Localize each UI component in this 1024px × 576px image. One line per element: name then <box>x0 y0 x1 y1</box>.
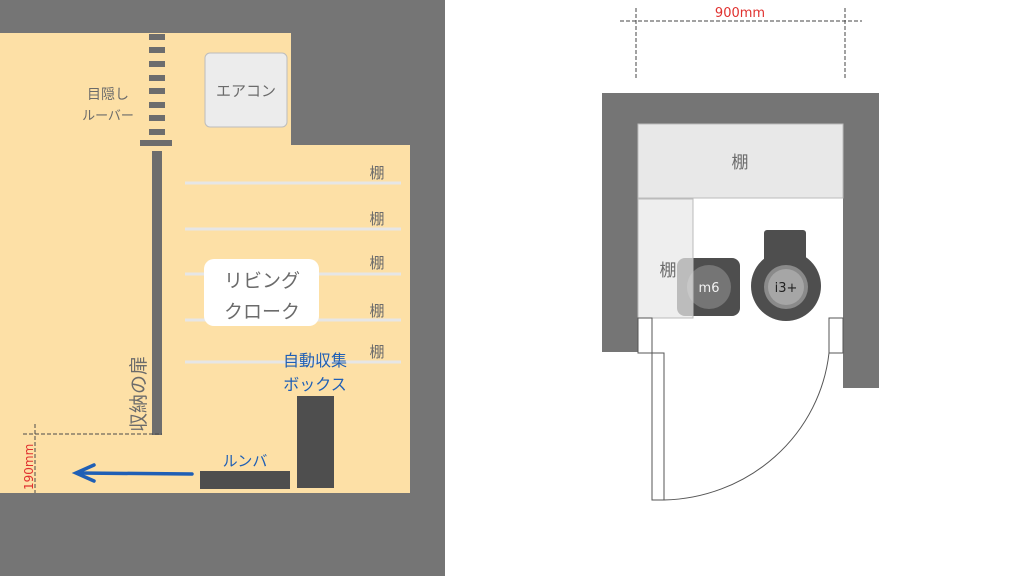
m6-robot <box>687 265 731 309</box>
roomba-label: ルンバ <box>223 452 268 470</box>
shelf-label: 棚 <box>369 254 384 272</box>
roomba-unit <box>200 471 290 489</box>
top-shelf-label: 棚 <box>732 153 749 173</box>
dimension-lines <box>23 424 162 493</box>
arrow-left-icon <box>71 463 194 483</box>
left-floor-plan: 目隠し ルーバー エアコン 収納の扉 棚 棚 棚 棚 棚 リビング クローク 自… <box>0 0 445 576</box>
louver-screen <box>140 34 172 146</box>
door <box>637 317 844 501</box>
dimension-900: 900mm <box>715 6 765 21</box>
room-label-line1: リビング <box>224 270 300 292</box>
closet-floor <box>0 33 410 493</box>
room-label-line2: クローク <box>224 301 300 323</box>
box-label-line2: ボックス <box>283 375 347 394</box>
side-shelf <box>637 198 694 319</box>
storage-door <box>152 151 162 435</box>
louver-label-line1: 目隠し <box>87 87 129 103</box>
auto-empty-station <box>297 396 334 488</box>
side-shelf-label: 棚 <box>660 261 677 281</box>
storage-door-label: 収納の扉 <box>128 356 150 432</box>
i3-label: i3+ <box>775 281 798 296</box>
right-floor-plan: 900mm 棚 m6 棚 i3+ <box>602 6 879 501</box>
m6-label: m6 <box>699 281 720 296</box>
shelf-label: 棚 <box>369 302 384 320</box>
box-label-line1: 自動収集 <box>283 351 347 370</box>
room-label-box <box>204 259 319 326</box>
aircon-unit <box>204 52 288 128</box>
dimension-lines <box>620 8 862 78</box>
shelf-label: 棚 <box>369 210 384 228</box>
louver-label-line2: ルーバー <box>82 109 134 124</box>
dimension-190: 190mm <box>22 444 36 490</box>
i3-robot-top <box>768 269 804 305</box>
shelf-label: 棚 <box>369 343 384 361</box>
closet-walls <box>602 93 879 388</box>
shelf-label: 棚 <box>369 164 384 182</box>
top-shelf <box>637 123 844 199</box>
aircon-label: エアコン <box>216 82 276 100</box>
